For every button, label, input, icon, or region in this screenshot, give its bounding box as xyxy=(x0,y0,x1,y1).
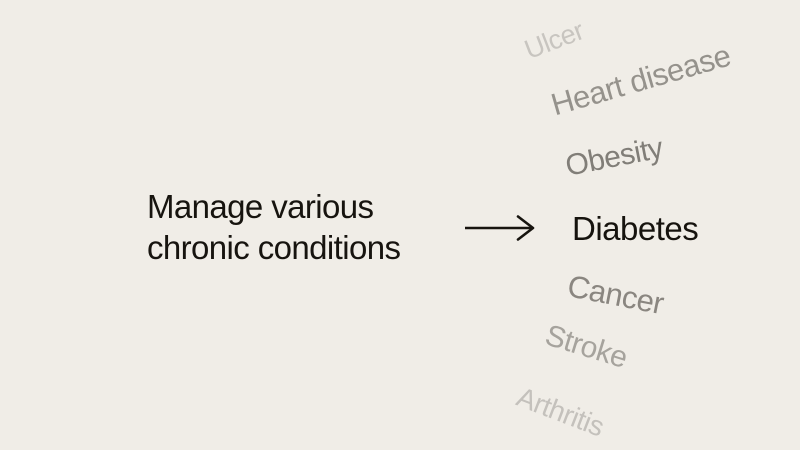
headline-line1: Manage various xyxy=(147,188,374,225)
carousel-item-ulcer[interactable]: Ulcer xyxy=(520,15,588,66)
carousel-item-heart-disease[interactable]: Heart disease xyxy=(547,37,735,123)
carousel-item-diabetes[interactable]: Diabetes xyxy=(572,210,699,247)
headline-line2: chronic conditions xyxy=(147,229,401,266)
carousel-item-cancer[interactable]: Cancer xyxy=(564,268,667,322)
carousel-item-stroke[interactable]: Stroke xyxy=(541,318,632,375)
carousel-item-obesity[interactable]: Obesity xyxy=(562,131,666,183)
headline: Manage various chronic conditions xyxy=(147,186,401,268)
carousel-item-arthritis[interactable]: Arthritis xyxy=(512,381,609,443)
arrow-right-icon xyxy=(465,215,535,241)
